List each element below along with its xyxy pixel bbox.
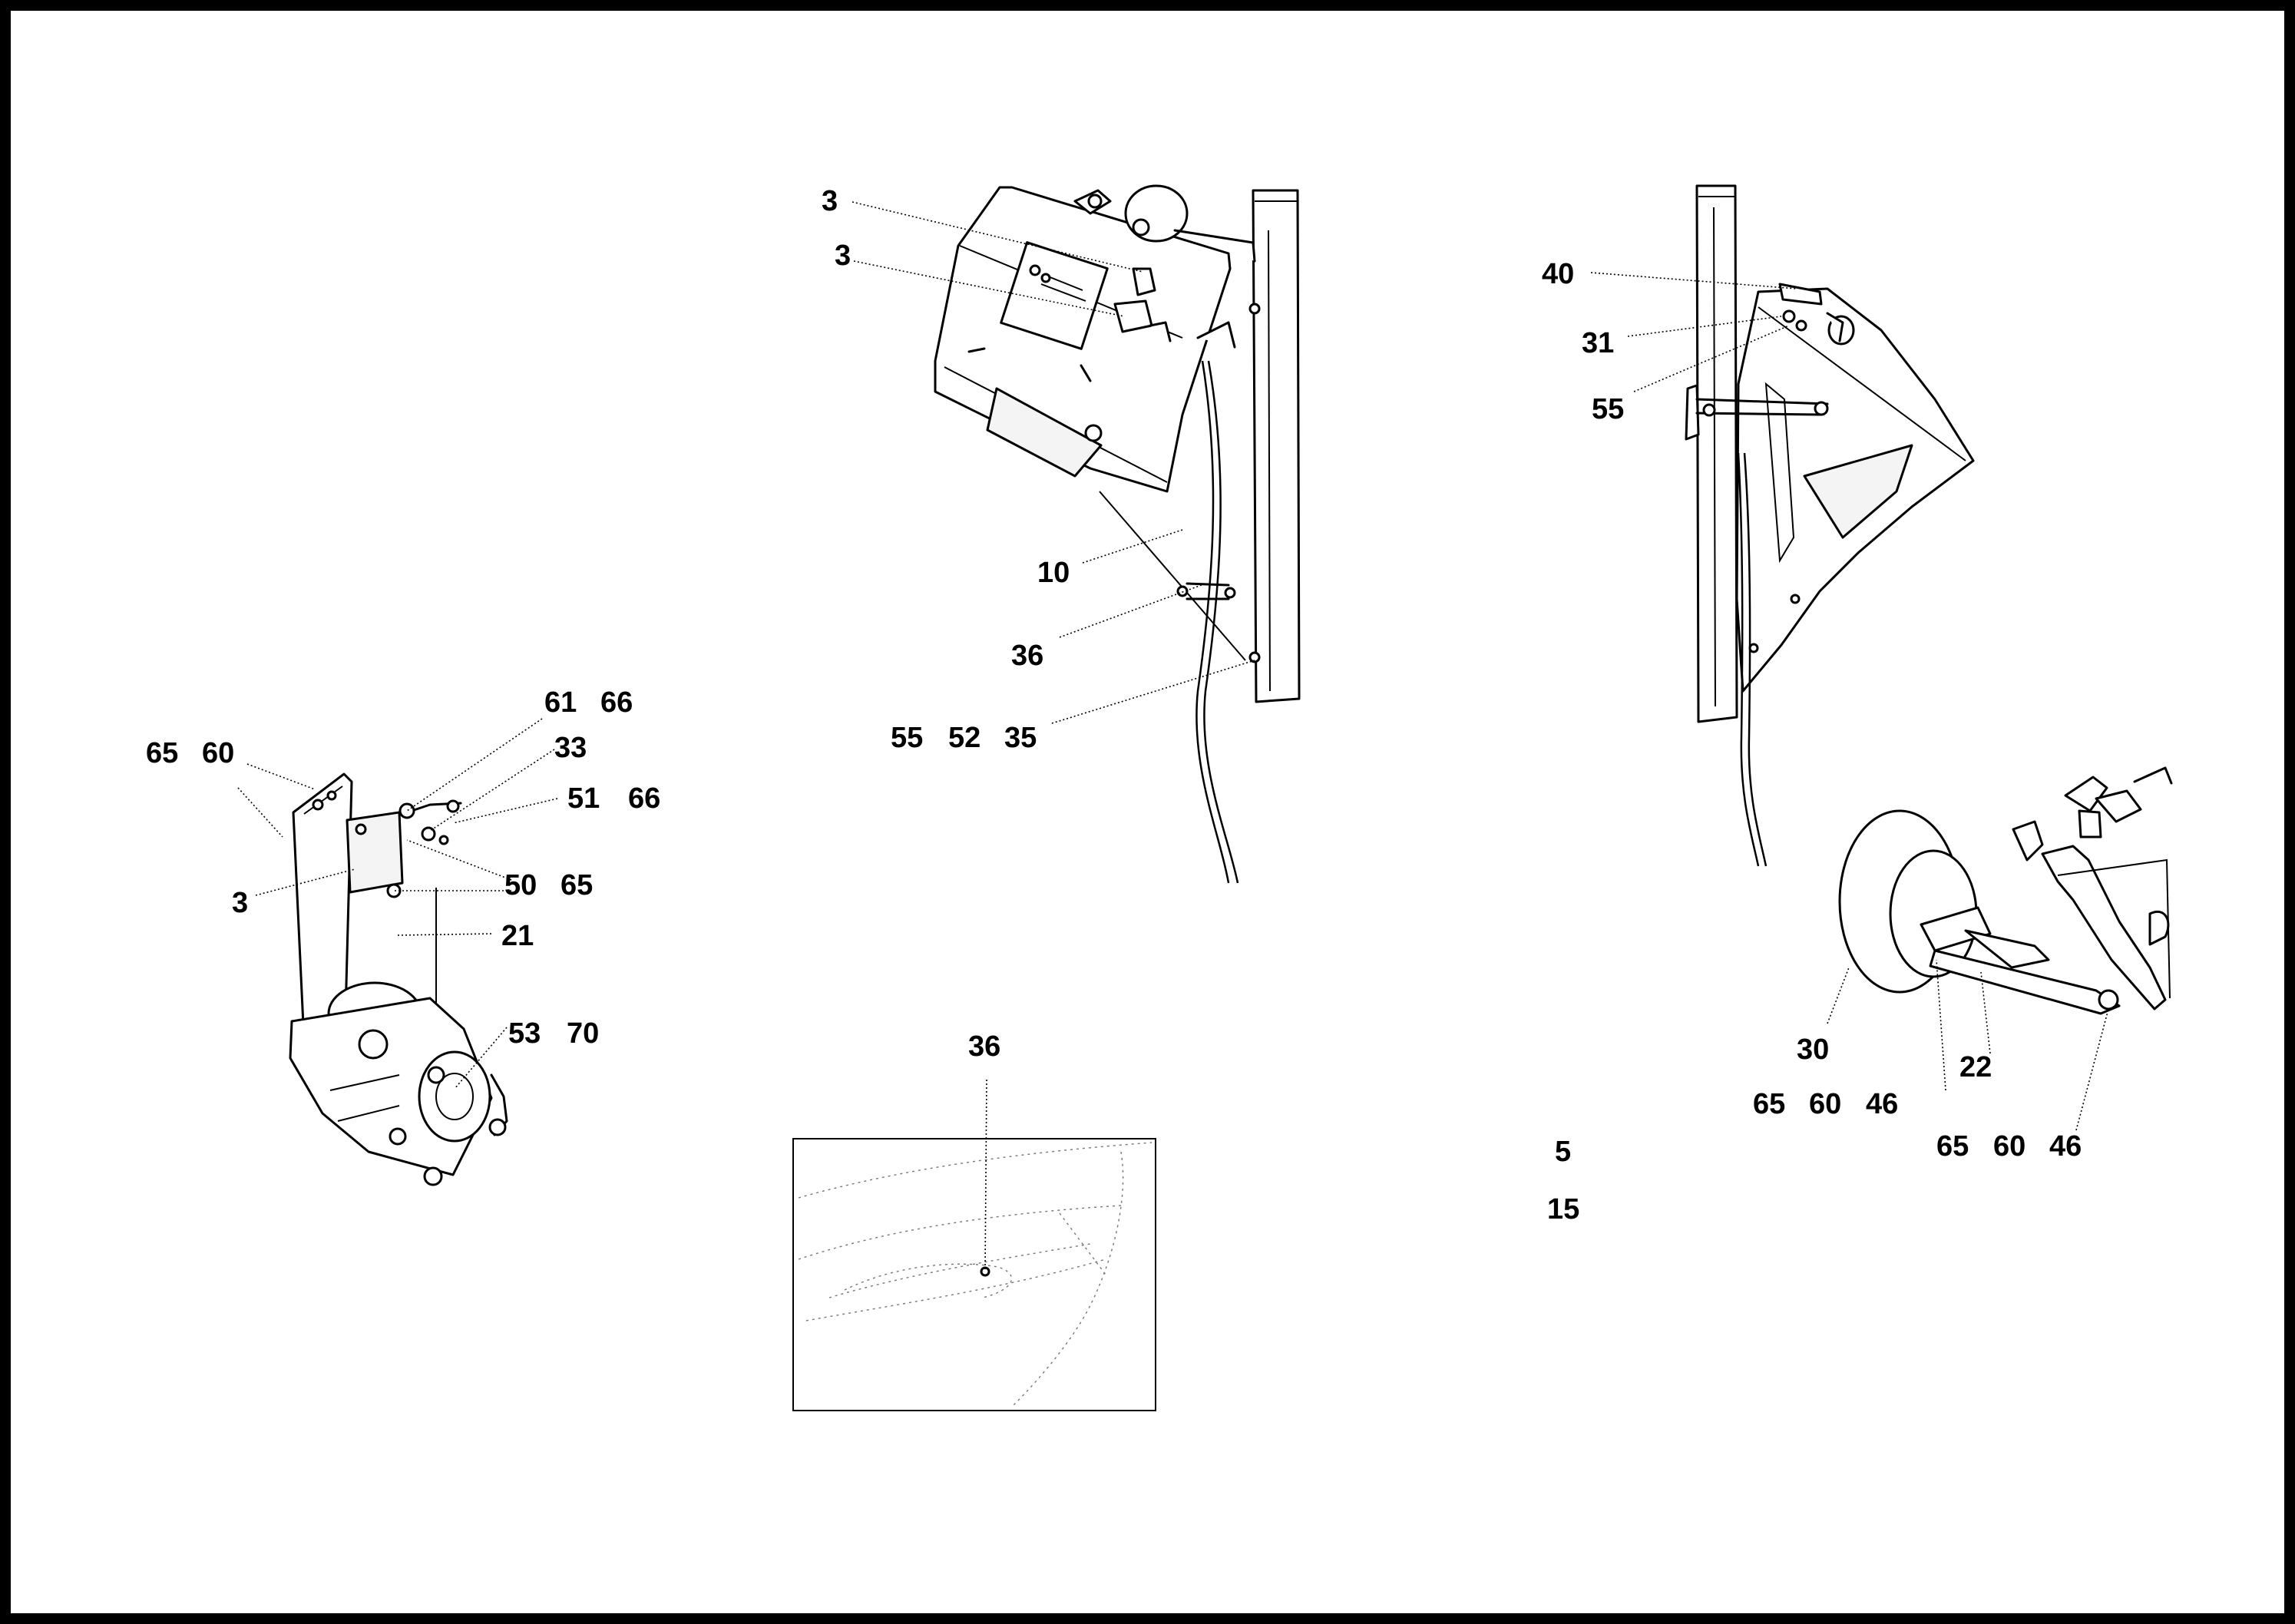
callout-53: 53 [508,1017,541,1050]
callout-35: 35 [1004,722,1037,754]
center-mount-assembly [934,184,1301,884]
callout-66: 66 [628,782,660,815]
callout-65: 65 [1936,1130,1969,1163]
callout-46: 46 [1866,1088,1898,1120]
callout-10: 10 [1037,557,1070,589]
detail-inset [792,1138,1156,1411]
disc-arm-detail [1838,766,2173,1015]
callout-51: 51 [567,782,600,815]
callout-52: 52 [948,722,981,754]
callout-5: 5 [1555,1136,1571,1168]
callout-3: 3 [835,240,851,272]
callout-65: 65 [1753,1088,1785,1120]
callout-3: 3 [232,887,248,919]
callout-61: 61 [544,686,577,719]
callout-46: 46 [2049,1130,2082,1163]
callout-50: 50 [504,869,537,901]
leader-lines [237,201,2109,1272]
callout-66: 66 [600,686,633,719]
callout-55: 55 [891,722,923,754]
callout-labels: 65 60 61 66 33 51 66 3 50 65 21 53 70 3 … [146,185,2082,1225]
callout-65: 65 [146,737,178,769]
callout-36: 36 [1011,640,1043,672]
pump-assembly [289,772,508,1186]
right-mount-assembly [1685,184,1975,867]
callout-15: 15 [1547,1193,1579,1225]
callout-60: 60 [1809,1088,1841,1120]
callout-21: 21 [501,920,534,952]
callout-40: 40 [1542,258,1574,290]
callout-31: 31 [1582,327,1614,359]
callout-60: 60 [202,737,234,769]
callout-22: 22 [1959,1051,1992,1083]
callout-3: 3 [822,185,838,217]
callout-65: 65 [561,869,593,901]
callout-30: 30 [1797,1034,1829,1066]
callout-60: 60 [1993,1130,2025,1163]
callout-70: 70 [567,1017,599,1050]
callout-55: 55 [1592,393,1624,425]
callout-33: 33 [554,732,587,764]
callout-36: 36 [968,1030,1000,1063]
